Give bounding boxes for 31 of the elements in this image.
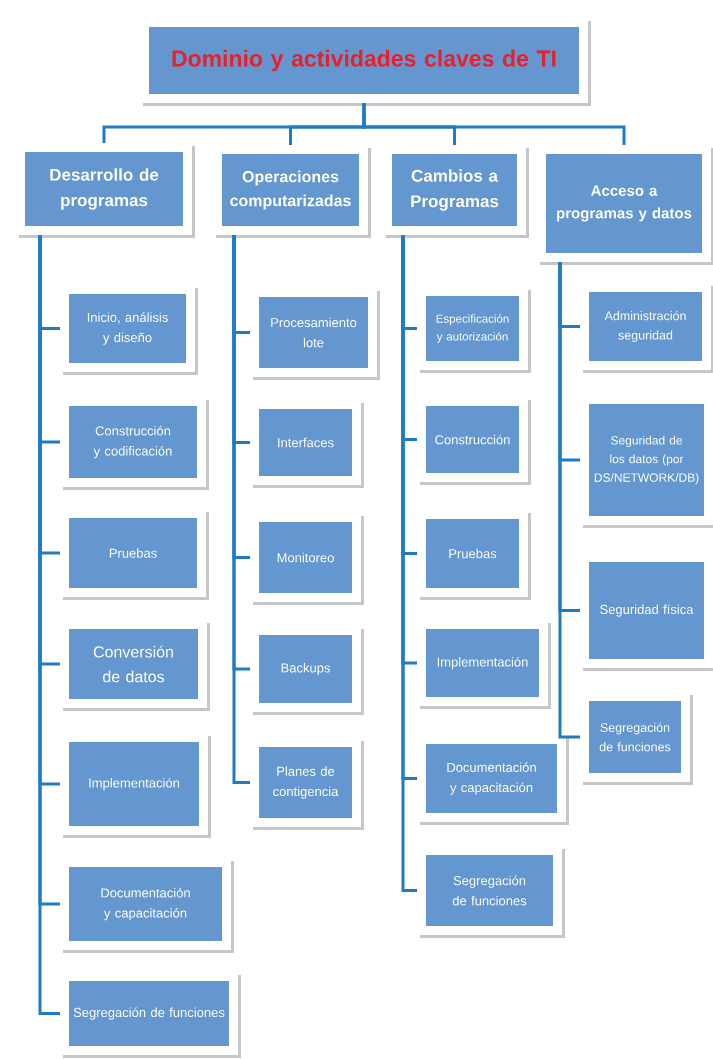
- category-box: Acceso a programas y datos: [537, 145, 713, 265]
- connector-line: [362, 103, 626, 145]
- activity-box: Inicio, análisis y diseño: [60, 285, 198, 375]
- activity-box: Implementación: [60, 733, 211, 838]
- activity-box: Construcción y codificación: [60, 397, 209, 490]
- connector-line: [232, 235, 250, 784]
- activity-box: Documentación y capacitación: [60, 858, 234, 953]
- activity-box: Especificación y autorización: [417, 287, 531, 373]
- activity-box: Segregación de funciones: [580, 692, 693, 785]
- activity-box: Procesamiento lote: [250, 288, 380, 380]
- activity-box: Pruebas: [60, 509, 209, 600]
- activity-box: Construcción: [417, 397, 531, 485]
- category-box: Operaciones computarizadas: [213, 145, 371, 238]
- activity-box: Pruebas: [417, 510, 531, 600]
- category-box: Cambios a Programas: [383, 145, 529, 238]
- title-box: Dominio y actividades claves de TI: [140, 18, 591, 106]
- activity-box: Backups: [250, 626, 364, 715]
- activity-box: Seguridad física: [580, 553, 713, 671]
- activity-box: Implementación: [417, 620, 551, 709]
- activity-box: Planes de contigencia: [250, 738, 364, 830]
- activity-box: Segregación de funciones: [60, 972, 241, 1058]
- activity-box: Administración seguridad: [580, 283, 713, 373]
- activity-box: Monitoreo: [250, 513, 364, 605]
- category-box: Desarrollo de programas: [16, 143, 195, 238]
- activity-box: Conversión de datos: [60, 620, 210, 711]
- activity-box: Segregación de funciones: [417, 846, 565, 938]
- activity-box: Seguridad de los datos (por DS/NETWORK/DB): [580, 395, 713, 528]
- activity-box: Interfaces: [250, 400, 364, 488]
- connector-line: [401, 235, 417, 892]
- connector-line: [558, 262, 580, 739]
- activity-box: Documentación y capacitación: [417, 735, 569, 825]
